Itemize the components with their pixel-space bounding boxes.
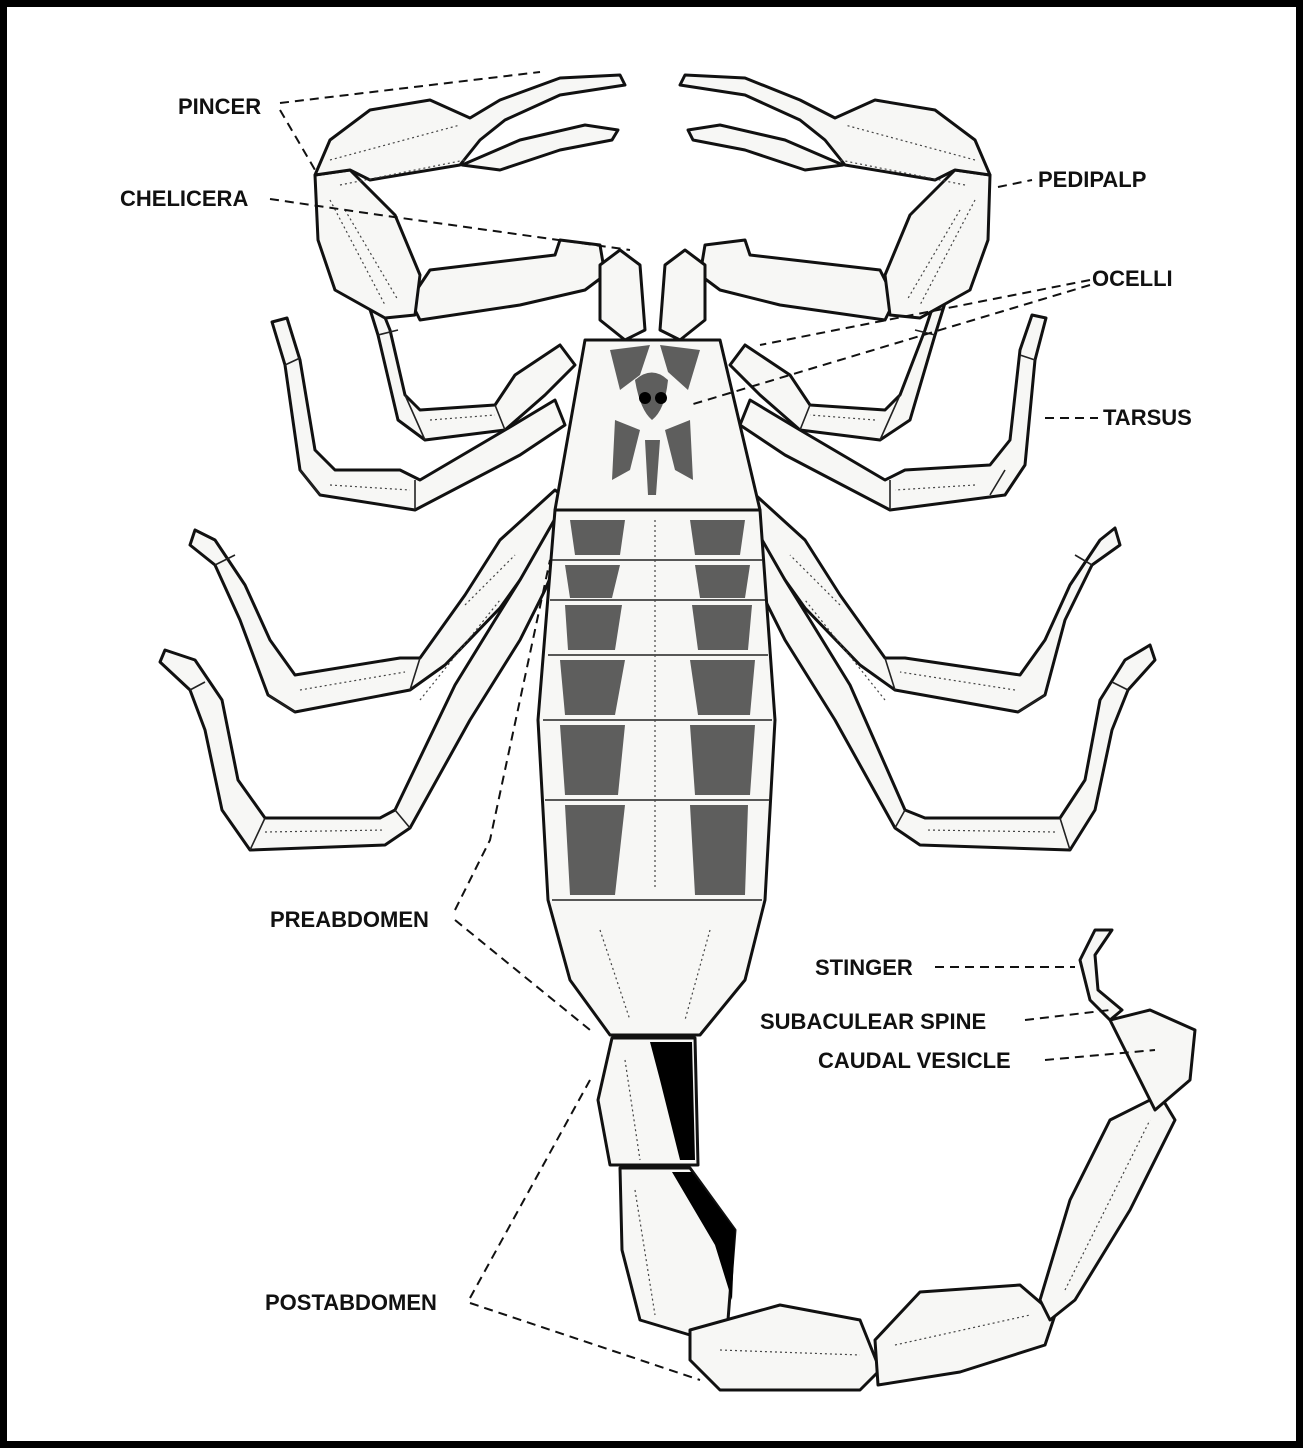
label-pedipalp: PEDIPALP <box>1038 169 1146 191</box>
label-caudal-vesicle: CAUDAL VESICLE <box>818 1050 1011 1072</box>
legs-left <box>160 300 575 850</box>
label-postabdomen: POSTABDOMEN <box>265 1292 437 1314</box>
legs-right <box>730 300 1155 850</box>
label-subaculear-spine: SUBACULEAR SPINE <box>760 1011 986 1033</box>
preabdomen-body <box>538 510 775 1035</box>
label-stinger: STINGER <box>815 957 913 979</box>
label-tarsus: TARSUS <box>1103 407 1192 429</box>
label-ocelli: OCELLI <box>1092 268 1173 290</box>
pedipalps <box>315 75 990 320</box>
label-chelicera: CHELICERA <box>120 188 248 210</box>
label-pincer: PINCER <box>178 96 261 118</box>
label-preabdomen: PREABDOMEN <box>270 909 429 931</box>
